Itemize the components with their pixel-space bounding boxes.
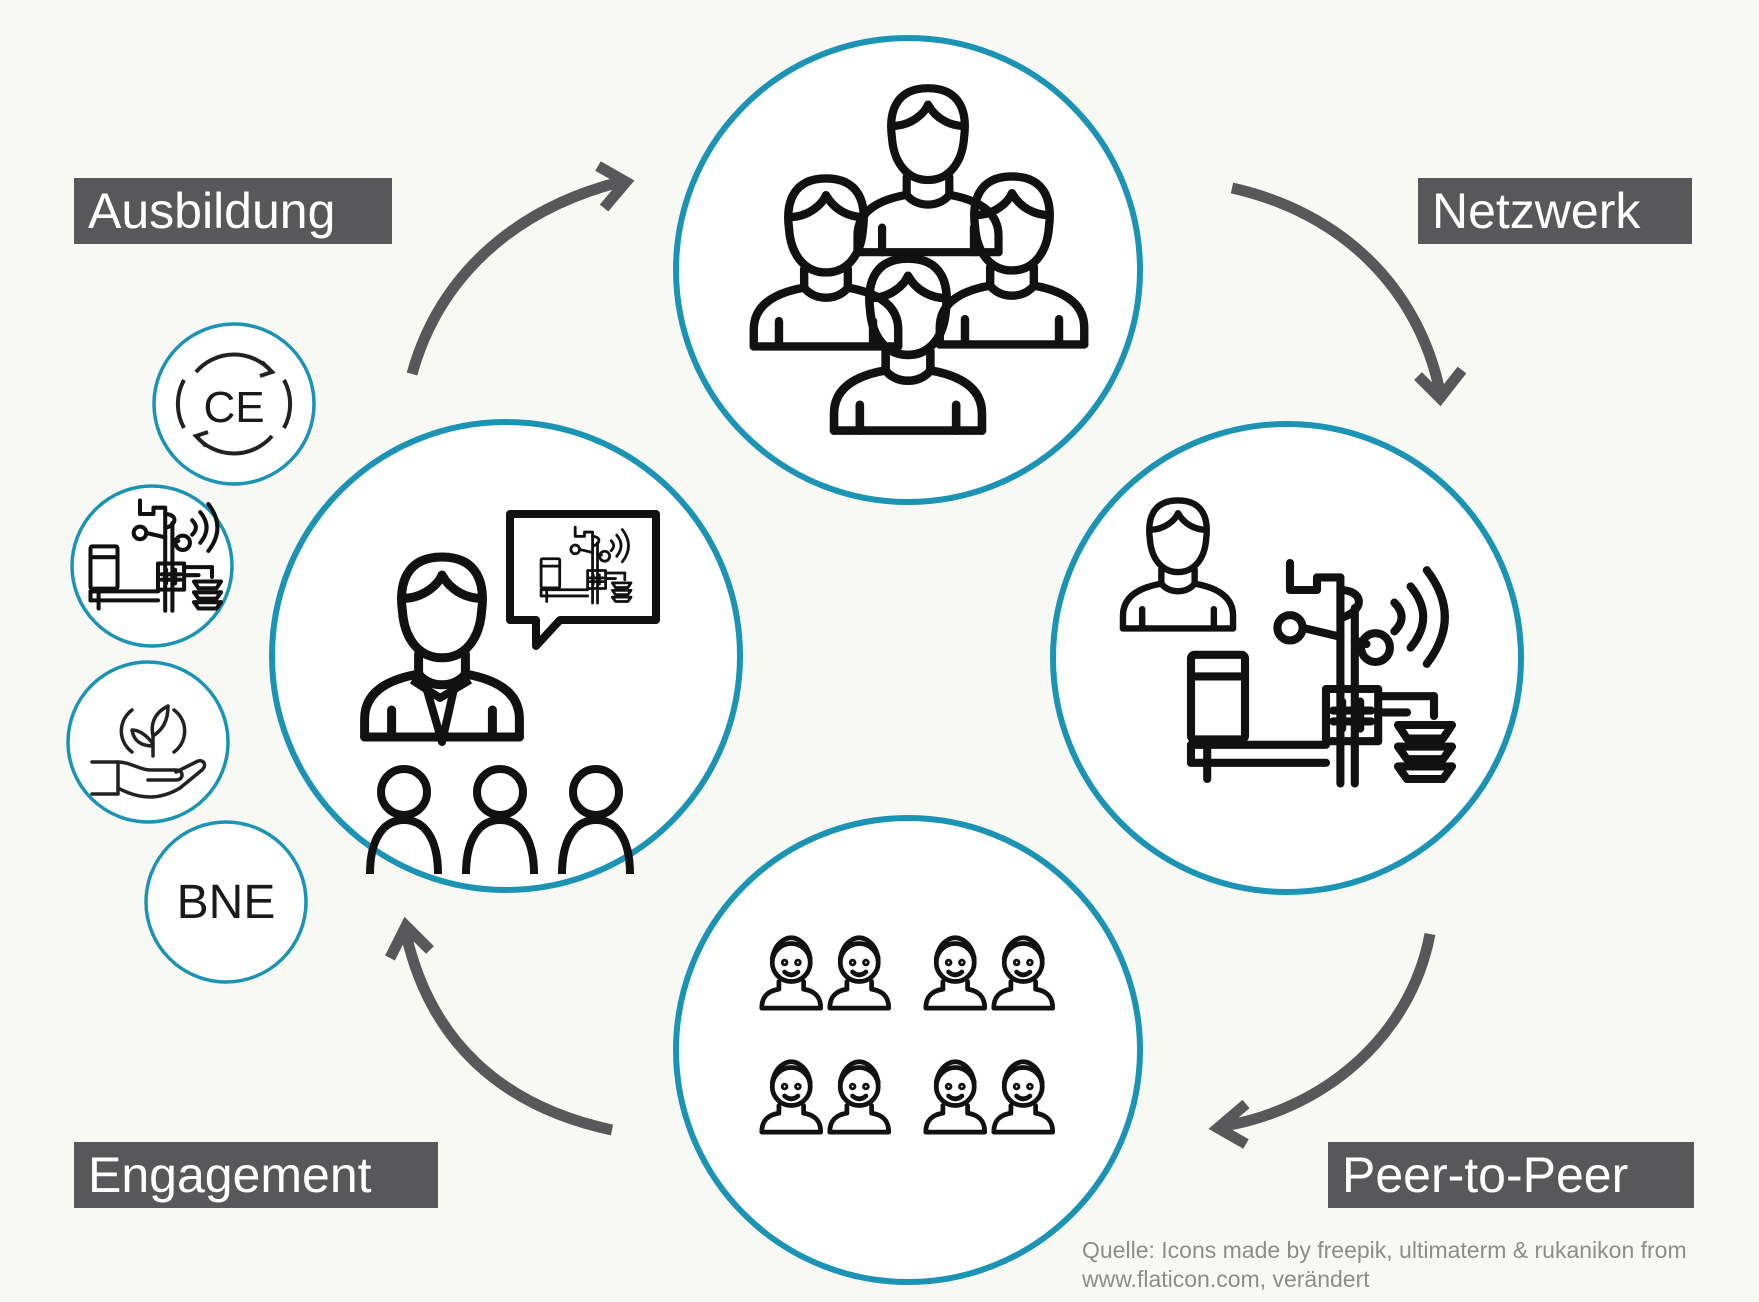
weather-station-circle <box>70 484 234 648</box>
arrowhead-3 <box>1208 1099 1250 1149</box>
arrow-engagement-to-ausbildung <box>400 932 614 1136</box>
source-note-line-1: Quelle: Icons made by freepik, ultimater… <box>1082 1237 1687 1263</box>
circular-arrows-icon <box>175 352 293 456</box>
arrowhead-1 <box>595 161 635 212</box>
network-circle <box>673 35 1143 505</box>
bne-label: BNE <box>177 876 276 929</box>
flow-arrows <box>400 176 1446 1136</box>
label-engagement: Engagement <box>74 1142 438 1208</box>
peer-circle <box>1050 421 1524 895</box>
label-peer-to-peer: Peer-to-Peer <box>1328 1142 1694 1208</box>
label-ausbildung: Ausbildung <box>74 178 392 244</box>
hand-holding-plant-icon <box>90 704 207 799</box>
source-note: Quelle: Icons made by freepik, ultimater… <box>1082 1236 1752 1294</box>
ausbildung-circle <box>269 419 743 893</box>
ce-circle: CE <box>152 322 316 486</box>
source-note-line-2: www.flaticon.com, verändert <box>1082 1266 1370 1292</box>
arrow-peer-to-engagement <box>1223 932 1436 1132</box>
bne-circle: BNE <box>144 820 308 984</box>
arrow-ausbildung-to-netzwerk <box>406 176 622 376</box>
arrowhead-2 <box>1414 366 1467 407</box>
engagement-circle <box>673 815 1143 1285</box>
arrow-heads <box>385 161 1467 1149</box>
arrowhead-4 <box>385 916 434 961</box>
ce-label: CE <box>203 383 264 432</box>
label-netzwerk: Netzwerk <box>1418 178 1692 244</box>
arrow-netzwerk-to-peer <box>1230 182 1446 394</box>
hand-plant-circle <box>66 660 230 824</box>
teacher-presentation-icon <box>365 510 660 875</box>
